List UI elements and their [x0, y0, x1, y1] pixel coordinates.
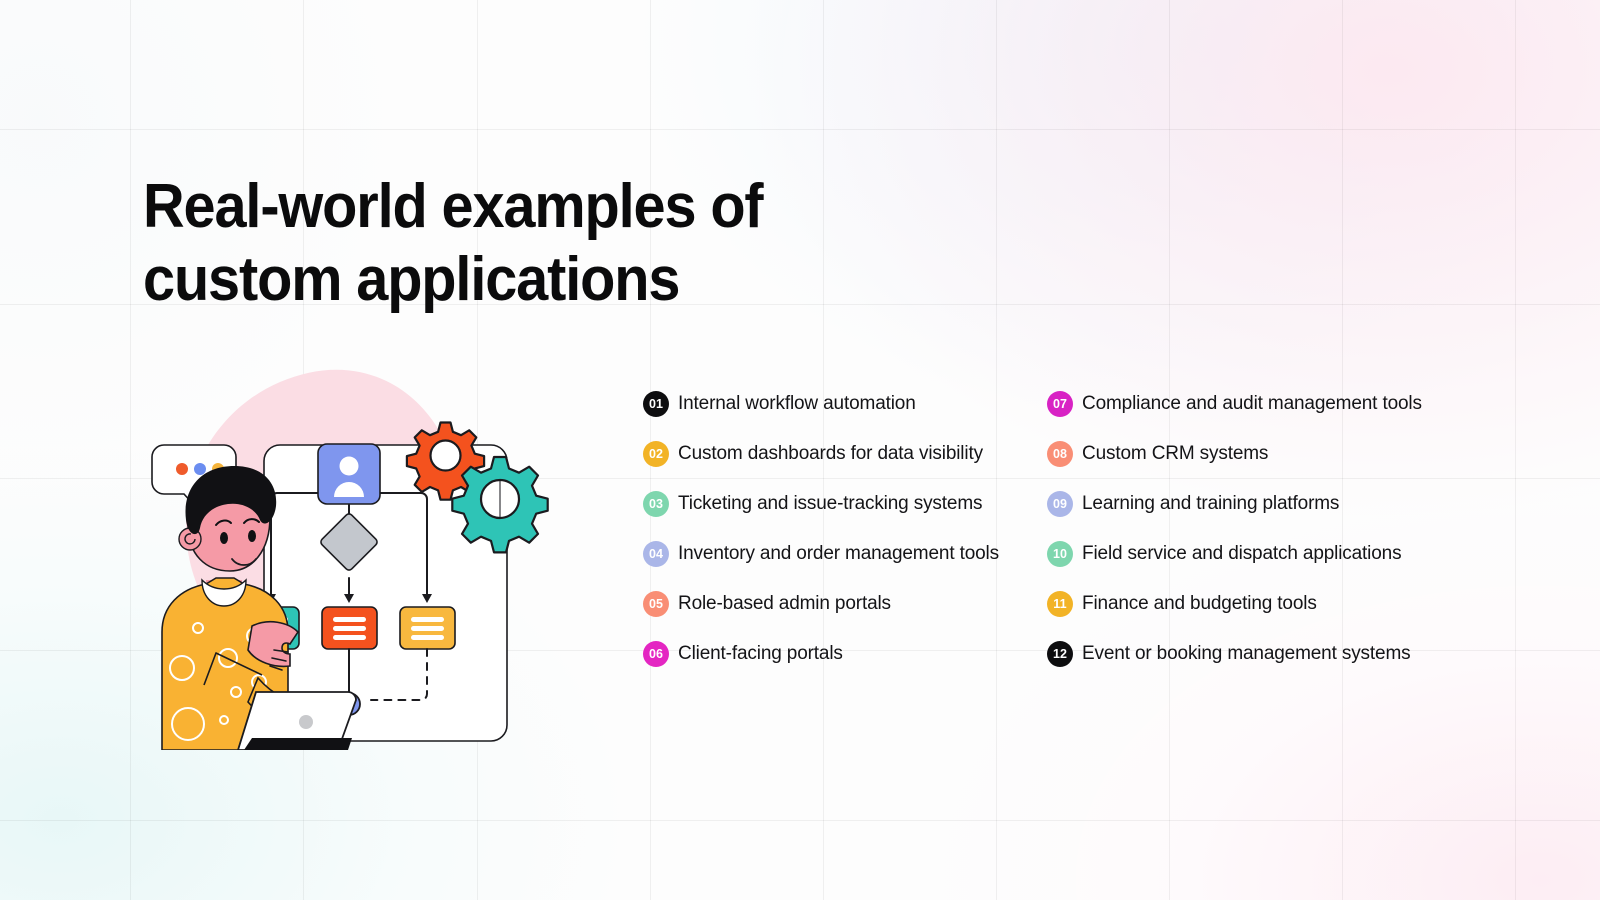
- list-node-orange: [321, 606, 378, 650]
- grid-line-vertical: [1515, 0, 1516, 900]
- list-item-badge: 09: [1047, 491, 1073, 517]
- list-item-badge: 10: [1047, 541, 1073, 567]
- list-item-badge: 06: [643, 641, 669, 667]
- list-item-label: Custom CRM systems: [1082, 443, 1269, 464]
- grid-line-vertical: [130, 0, 131, 900]
- pointing-hand: [247, 620, 300, 668]
- laptop-base: [244, 738, 352, 750]
- list-item[interactable]: 05 Role-based admin portals: [643, 591, 999, 617]
- list-item-label: Compliance and audit management tools: [1082, 393, 1422, 414]
- list-item-badge: 02: [643, 441, 669, 467]
- list-item[interactable]: 12 Event or booking management systems: [1047, 641, 1422, 667]
- list-item-badge: 04: [643, 541, 669, 567]
- examples-list-left-column: 01 Internal workflow automation 02 Custo…: [643, 391, 999, 667]
- collar: [201, 578, 247, 607]
- list-item[interactable]: 06 Client-facing portals: [643, 641, 999, 667]
- list-item[interactable]: 07 Compliance and audit management tools: [1047, 391, 1422, 417]
- list-item-badge: 03: [643, 491, 669, 517]
- examples-list-right-column: 07 Compliance and audit management tools…: [1047, 391, 1422, 667]
- list-item-label: Inventory and order management tools: [678, 543, 999, 564]
- list-item-badge: 08: [1047, 441, 1073, 467]
- page-title: Real-world examples of custom applicatio…: [143, 170, 980, 316]
- list-item-label: Client-facing portals: [678, 643, 843, 664]
- avatar-head-icon: [339, 456, 359, 476]
- eye-right: [248, 530, 256, 542]
- list-item[interactable]: 02 Custom dashboards for data visibility: [643, 441, 999, 467]
- grid-line-horizontal: [0, 129, 1600, 130]
- page-title-line-2: custom applications: [143, 244, 680, 314]
- list-item-label: Custom dashboards for data visibility: [678, 443, 983, 464]
- page-title-line-1: Real-world examples of: [143, 171, 764, 241]
- list-item-label: Ticketing and issue-tracking systems: [678, 493, 983, 514]
- list-item[interactable]: 10 Field service and dispatch applicatio…: [1047, 541, 1422, 567]
- list-item-label: Internal workflow automation: [678, 393, 916, 414]
- list-item[interactable]: 08 Custom CRM systems: [1047, 441, 1422, 467]
- eye-left: [220, 532, 228, 544]
- list-item-badge: 01: [643, 391, 669, 417]
- list-item-label: Field service and dispatch applications: [1082, 543, 1402, 564]
- list-item[interactable]: 11 Finance and budgeting tools: [1047, 591, 1422, 617]
- list-item-label: Finance and budgeting tools: [1082, 593, 1317, 614]
- laptop: [237, 691, 357, 750]
- grid-line-horizontal: [0, 820, 1600, 821]
- decision-diamond-node: [320, 513, 378, 571]
- list-item-badge: 11: [1047, 591, 1073, 617]
- laptop-trackpad: [299, 715, 313, 729]
- list-item[interactable]: 04 Inventory and order management tools: [643, 541, 999, 567]
- list-item-badge: 12: [1047, 641, 1073, 667]
- avatar-body-icon: [334, 482, 364, 497]
- list-item[interactable]: 03 Ticketing and issue-tracking systems: [643, 491, 999, 517]
- gear-teal-icon: [451, 455, 549, 554]
- list-item-label: Role-based admin portals: [678, 593, 891, 614]
- list-item-label: Event or booking management systems: [1082, 643, 1411, 664]
- list-item-badge: 07: [1047, 391, 1073, 417]
- illustration-svg: [151, 369, 549, 750]
- list-item[interactable]: 01 Internal workflow automation: [643, 391, 999, 417]
- person-illustration: [161, 466, 357, 750]
- list-item-badge: 05: [643, 591, 669, 617]
- list-item[interactable]: 09 Learning and training platforms: [1047, 491, 1422, 517]
- hair: [185, 466, 277, 535]
- list-item-label: Learning and training platforms: [1082, 493, 1340, 514]
- hero-illustration: [140, 340, 560, 750]
- list-node-yellow: [399, 606, 456, 650]
